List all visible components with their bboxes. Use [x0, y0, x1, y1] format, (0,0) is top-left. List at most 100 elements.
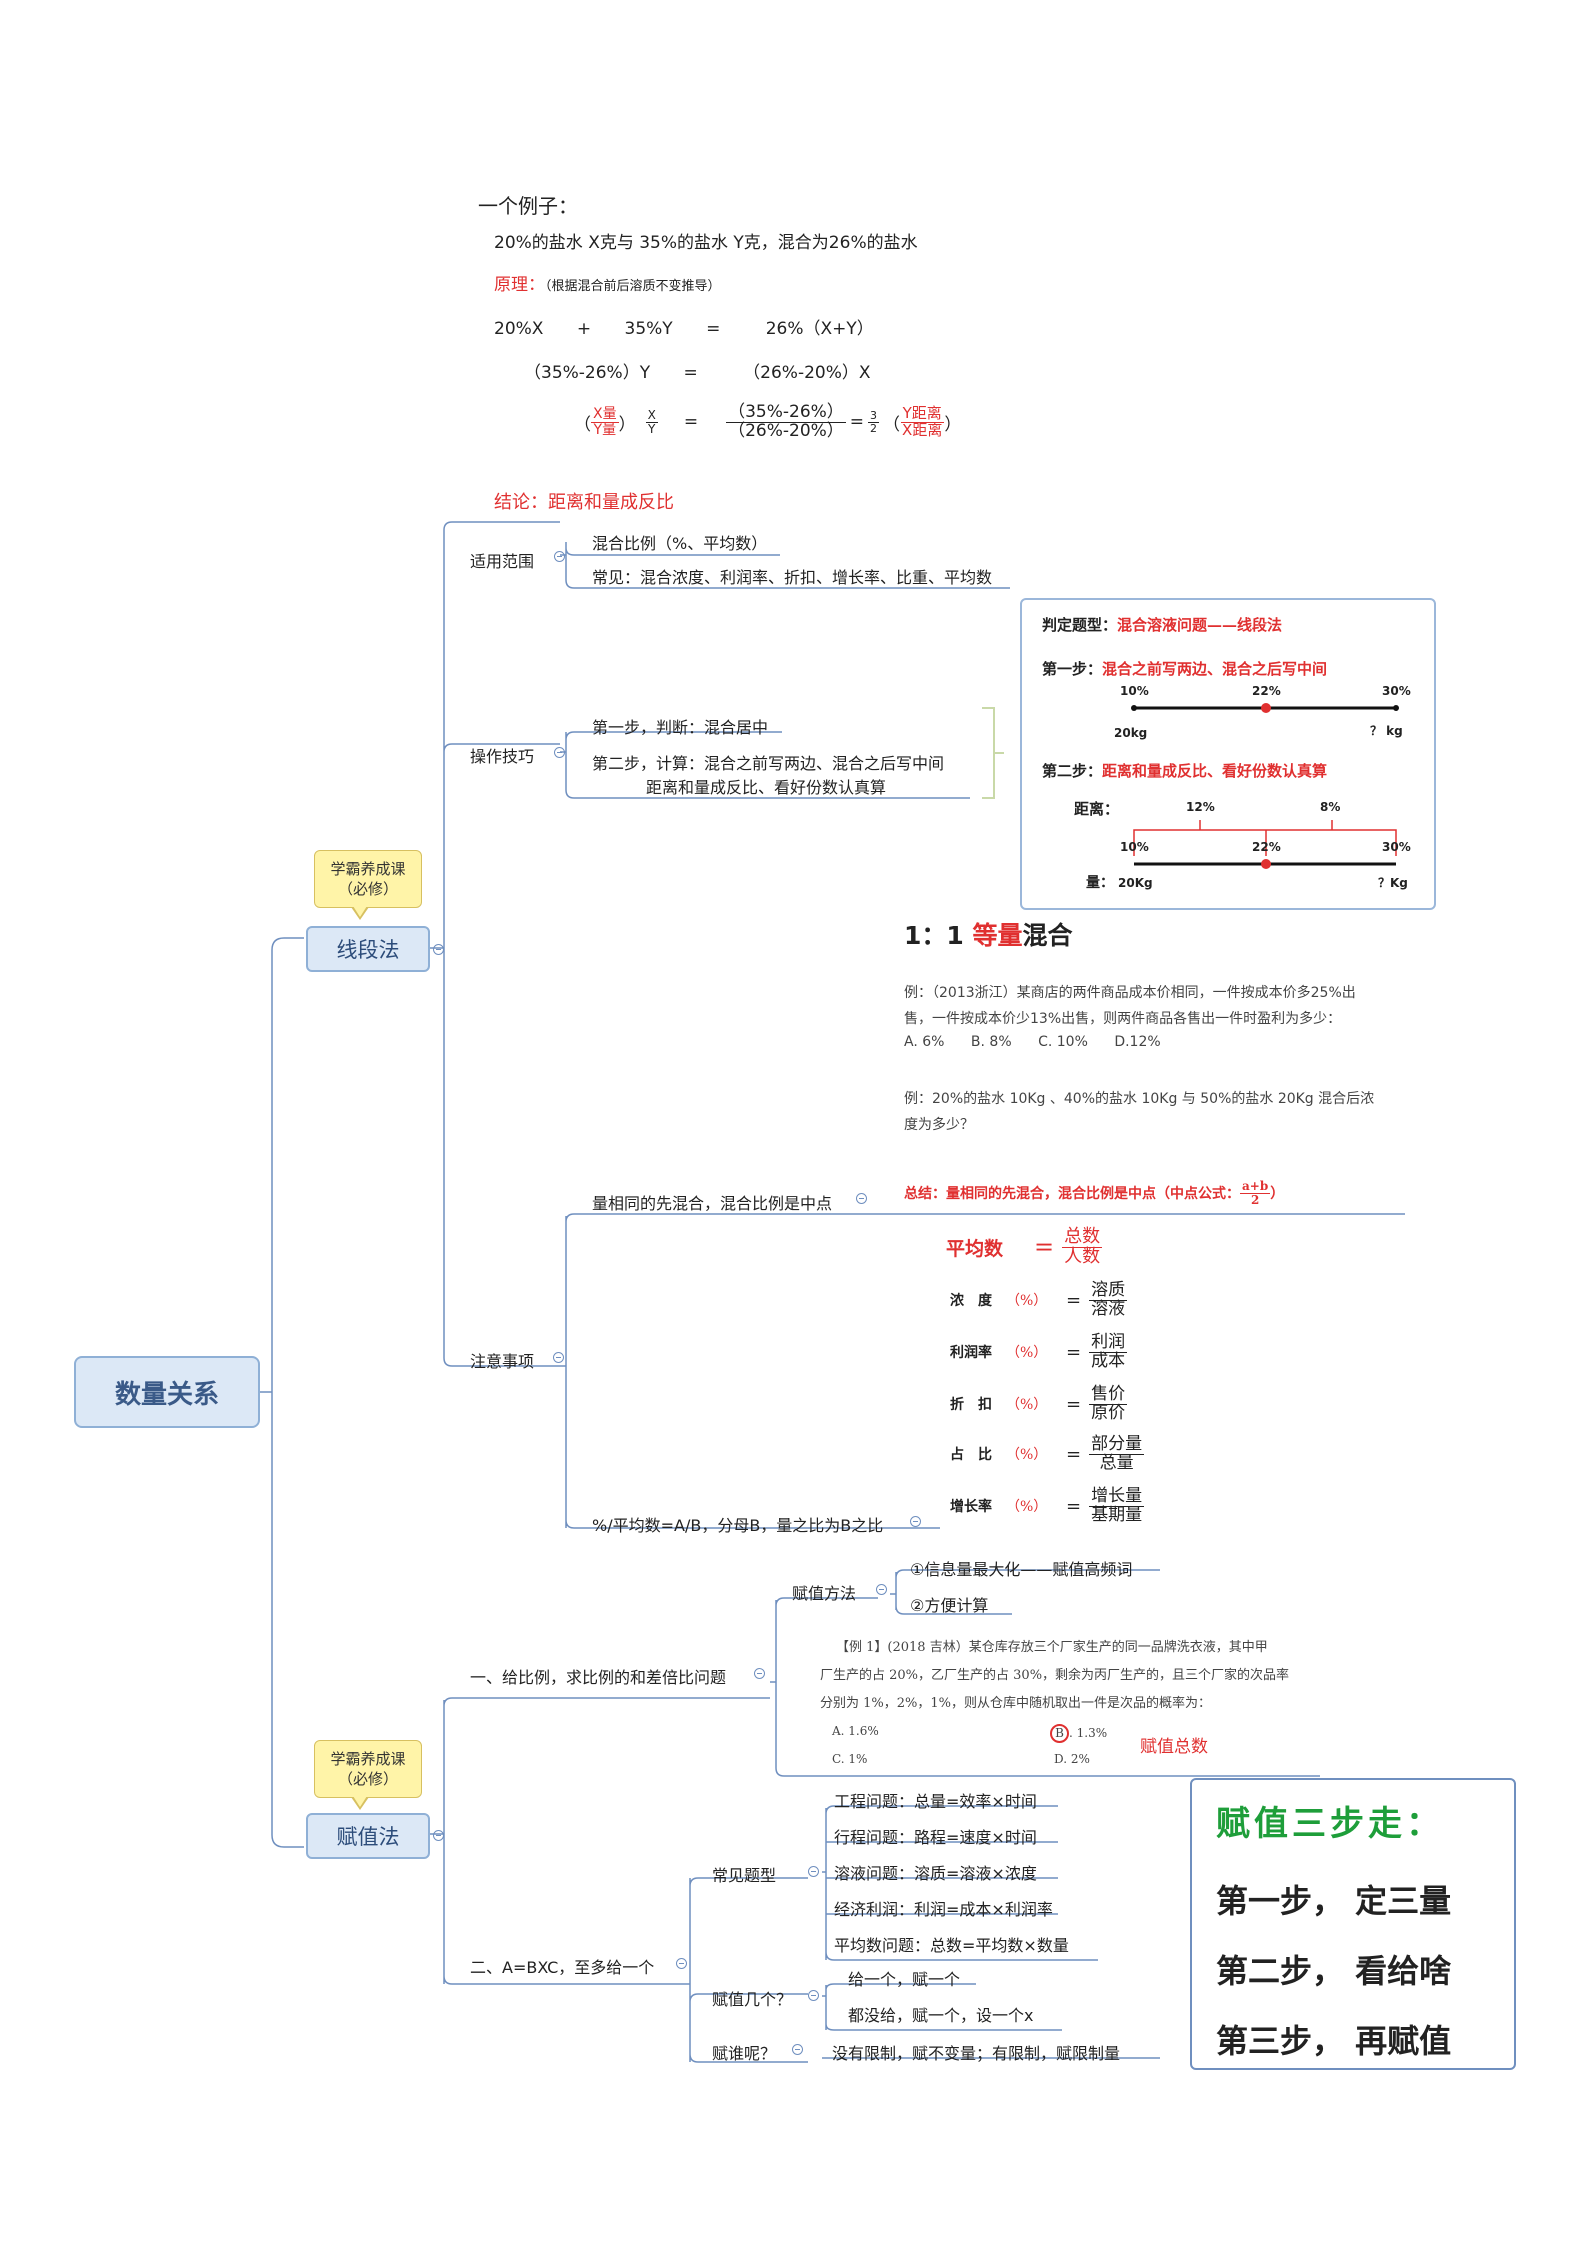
- collapse-icon[interactable]: [876, 1584, 887, 1595]
- branch-notes[interactable]: 注意事项: [470, 1352, 535, 1371]
- howmany-label[interactable]: 赋值几个？: [712, 1990, 793, 2009]
- collapse-icon[interactable]: [792, 2044, 803, 2055]
- eq-sign: =: [849, 412, 865, 433]
- eq-sign: =: [706, 319, 721, 339]
- method-item-1[interactable]: ①信息量最大化——赋值高频词: [910, 1560, 1133, 1579]
- judge-step2: 第二步：距离和量成反比、看好份数认真算: [1042, 760, 1327, 781]
- collapse-icon[interactable]: [554, 747, 565, 758]
- common-item-4[interactable]: 经济利润：利润=成本×利润率: [834, 1900, 1053, 1919]
- num: 总数: [1062, 1226, 1103, 1248]
- summary-end: ）: [1270, 1186, 1285, 1203]
- three-steps-3: 第三步， 再赋值: [1216, 2022, 1452, 2060]
- root-node[interactable]: 数量关系: [74, 1356, 260, 1428]
- formula-label: 增长率: [950, 1499, 992, 1516]
- collapse-icon[interactable]: [856, 1193, 867, 1204]
- formula-eq: =: [1034, 1233, 1055, 1262]
- value: 混合溶液问题——线段法: [1117, 616, 1283, 634]
- paren: （: [574, 414, 591, 435]
- method-item-2[interactable]: ②方便计算: [910, 1596, 989, 1615]
- method-label[interactable]: 赋值方法: [792, 1584, 857, 1603]
- num: 部分量: [1089, 1434, 1145, 1455]
- notes-item-2[interactable]: %/平均数=A/B，分母B，量之比为B之比: [592, 1516, 884, 1535]
- fuzhi-example-line1: 【例 1】(2018 吉林）某仓库存放三个厂家生产的同一品牌洗衣液，其中甲: [836, 1640, 1268, 1655]
- common-item-2[interactable]: 行程问题：路程=速度×时间: [834, 1828, 1037, 1847]
- common-types-label[interactable]: 常见题型: [712, 1866, 777, 1885]
- collapse-icon[interactable]: [910, 1516, 921, 1527]
- technique-step1[interactable]: 第一步，判断：混合居中: [592, 718, 769, 737]
- answer-circle: B: [1050, 1724, 1069, 1743]
- collapse-icon[interactable]: [676, 1958, 687, 1969]
- collapse-icon[interactable]: [754, 1668, 765, 1679]
- collapse-icon[interactable]: [433, 944, 444, 955]
- fuzhi-note: 赋值总数: [1140, 1737, 1208, 1757]
- den: 基期量: [1091, 1504, 1143, 1525]
- scope-item-2[interactable]: 常见：混合浓度、利润率、折扣、增长率、比重、平均数: [592, 568, 993, 587]
- collapse-icon[interactable]: [808, 1866, 819, 1877]
- segment-mid-point: [1261, 859, 1271, 869]
- num: X量: [591, 406, 619, 423]
- technique-step2b[interactable]: 距离和量成反比、看好份数认真算: [646, 778, 887, 797]
- who-label[interactable]: 赋谁呢？: [712, 2044, 777, 2063]
- formula-row: 利润率（%）=利润成本: [950, 1333, 1128, 1371]
- seg1-left-qty: 20kg: [1114, 726, 1148, 740]
- badge-line2: （必修）: [337, 1770, 398, 1788]
- formula-eq: =: [1066, 1341, 1082, 1363]
- eq-term: 35%Y: [624, 319, 673, 339]
- value: 距离和量成反比、看好份数认真算: [1102, 762, 1328, 780]
- conclusion: 结论：距离和量成反比: [494, 492, 674, 513]
- formula-eq: =: [1066, 1289, 1082, 1311]
- common-item-1[interactable]: 工程问题：总量=效率×时间: [834, 1792, 1037, 1811]
- three-steps-1: 第一步， 定三量: [1216, 1882, 1452, 1920]
- formula-label: 平均数: [946, 1237, 1004, 1260]
- example2-line1: 例：20%的盐水 10Kg 、40%的盐水 10Kg 与 50%的盐水 20Kg…: [904, 1091, 1375, 1107]
- branch-technique[interactable]: 操作技巧: [470, 747, 535, 766]
- formula-label: 占 比: [950, 1447, 992, 1464]
- notes-item-1[interactable]: 量相同的先混合，混合比例是中点: [592, 1194, 833, 1213]
- fuzhi-branch-2[interactable]: 二、A=BXC，至多给一个: [470, 1958, 655, 1977]
- distance-bracket: [1133, 829, 1397, 856]
- equation-2: （35%-26%）Y = （26%-20%）X: [524, 358, 871, 383]
- formula-fraction: 总数人数: [1062, 1226, 1103, 1267]
- node-linefa[interactable]: 线段法: [306, 926, 430, 972]
- num: 售价: [1089, 1384, 1128, 1405]
- formula-percent: （%）: [1006, 1499, 1048, 1516]
- collapse-icon[interactable]: [433, 1830, 444, 1841]
- collapse-icon[interactable]: [554, 551, 565, 562]
- three-steps-title: 赋值三步走：: [1216, 1804, 1444, 1844]
- collapse-icon[interactable]: [808, 1990, 819, 2001]
- common-item-3[interactable]: 溶液问题：溶质=溶液×浓度: [834, 1864, 1037, 1883]
- title-part: 混合: [1022, 921, 1073, 950]
- howmany-item-1[interactable]: 给一个，赋一个: [848, 1970, 961, 1989]
- common-item-5[interactable]: 平均数问题：总数=平均数×数量: [834, 1936, 1069, 1955]
- num: Y距离: [900, 404, 944, 423]
- segment-end-right: [1393, 705, 1399, 711]
- den: X距离: [902, 420, 943, 439]
- formula-eq: =: [1066, 1443, 1082, 1465]
- formula-row: 折 扣（%）=售价原价: [950, 1384, 1128, 1423]
- fuzhi-branch-1[interactable]: 一、给比例，求比例的和差倍比问题: [470, 1668, 727, 1687]
- branch-scope[interactable]: 适用范围: [470, 552, 535, 571]
- node-fuzhi[interactable]: 赋值法: [306, 1813, 430, 1859]
- den: 溶液: [1091, 1298, 1126, 1319]
- option-rest: . 1.3%: [1069, 1726, 1108, 1740]
- num: 溶质: [1089, 1280, 1128, 1301]
- value: 混合之前写两边、混合之后写中间: [1102, 660, 1328, 678]
- howmany-item-2[interactable]: 都没给，赋一个，设一个x: [848, 2006, 1034, 2025]
- formula-row: 占 比（%）=部分量总量: [950, 1434, 1145, 1473]
- den: 人数: [1064, 1245, 1101, 1267]
- den: 2: [870, 421, 878, 435]
- eq-op: +: [576, 319, 592, 339]
- title-part: 等量: [972, 921, 1023, 950]
- who-item[interactable]: 没有限制，赋不变量；有限制，赋限制量: [832, 2044, 1121, 2063]
- scope-item-1[interactable]: 混合比例（%、平均数）: [592, 534, 768, 553]
- num: 3: [868, 409, 880, 423]
- collapse-icon[interactable]: [553, 1352, 564, 1363]
- seg2-left: 10%: [1120, 840, 1149, 854]
- den: （26%-20%）: [728, 420, 844, 441]
- technique-step2a[interactable]: 第二步，计算：混合之前写两边、混合之后写中间: [592, 754, 945, 773]
